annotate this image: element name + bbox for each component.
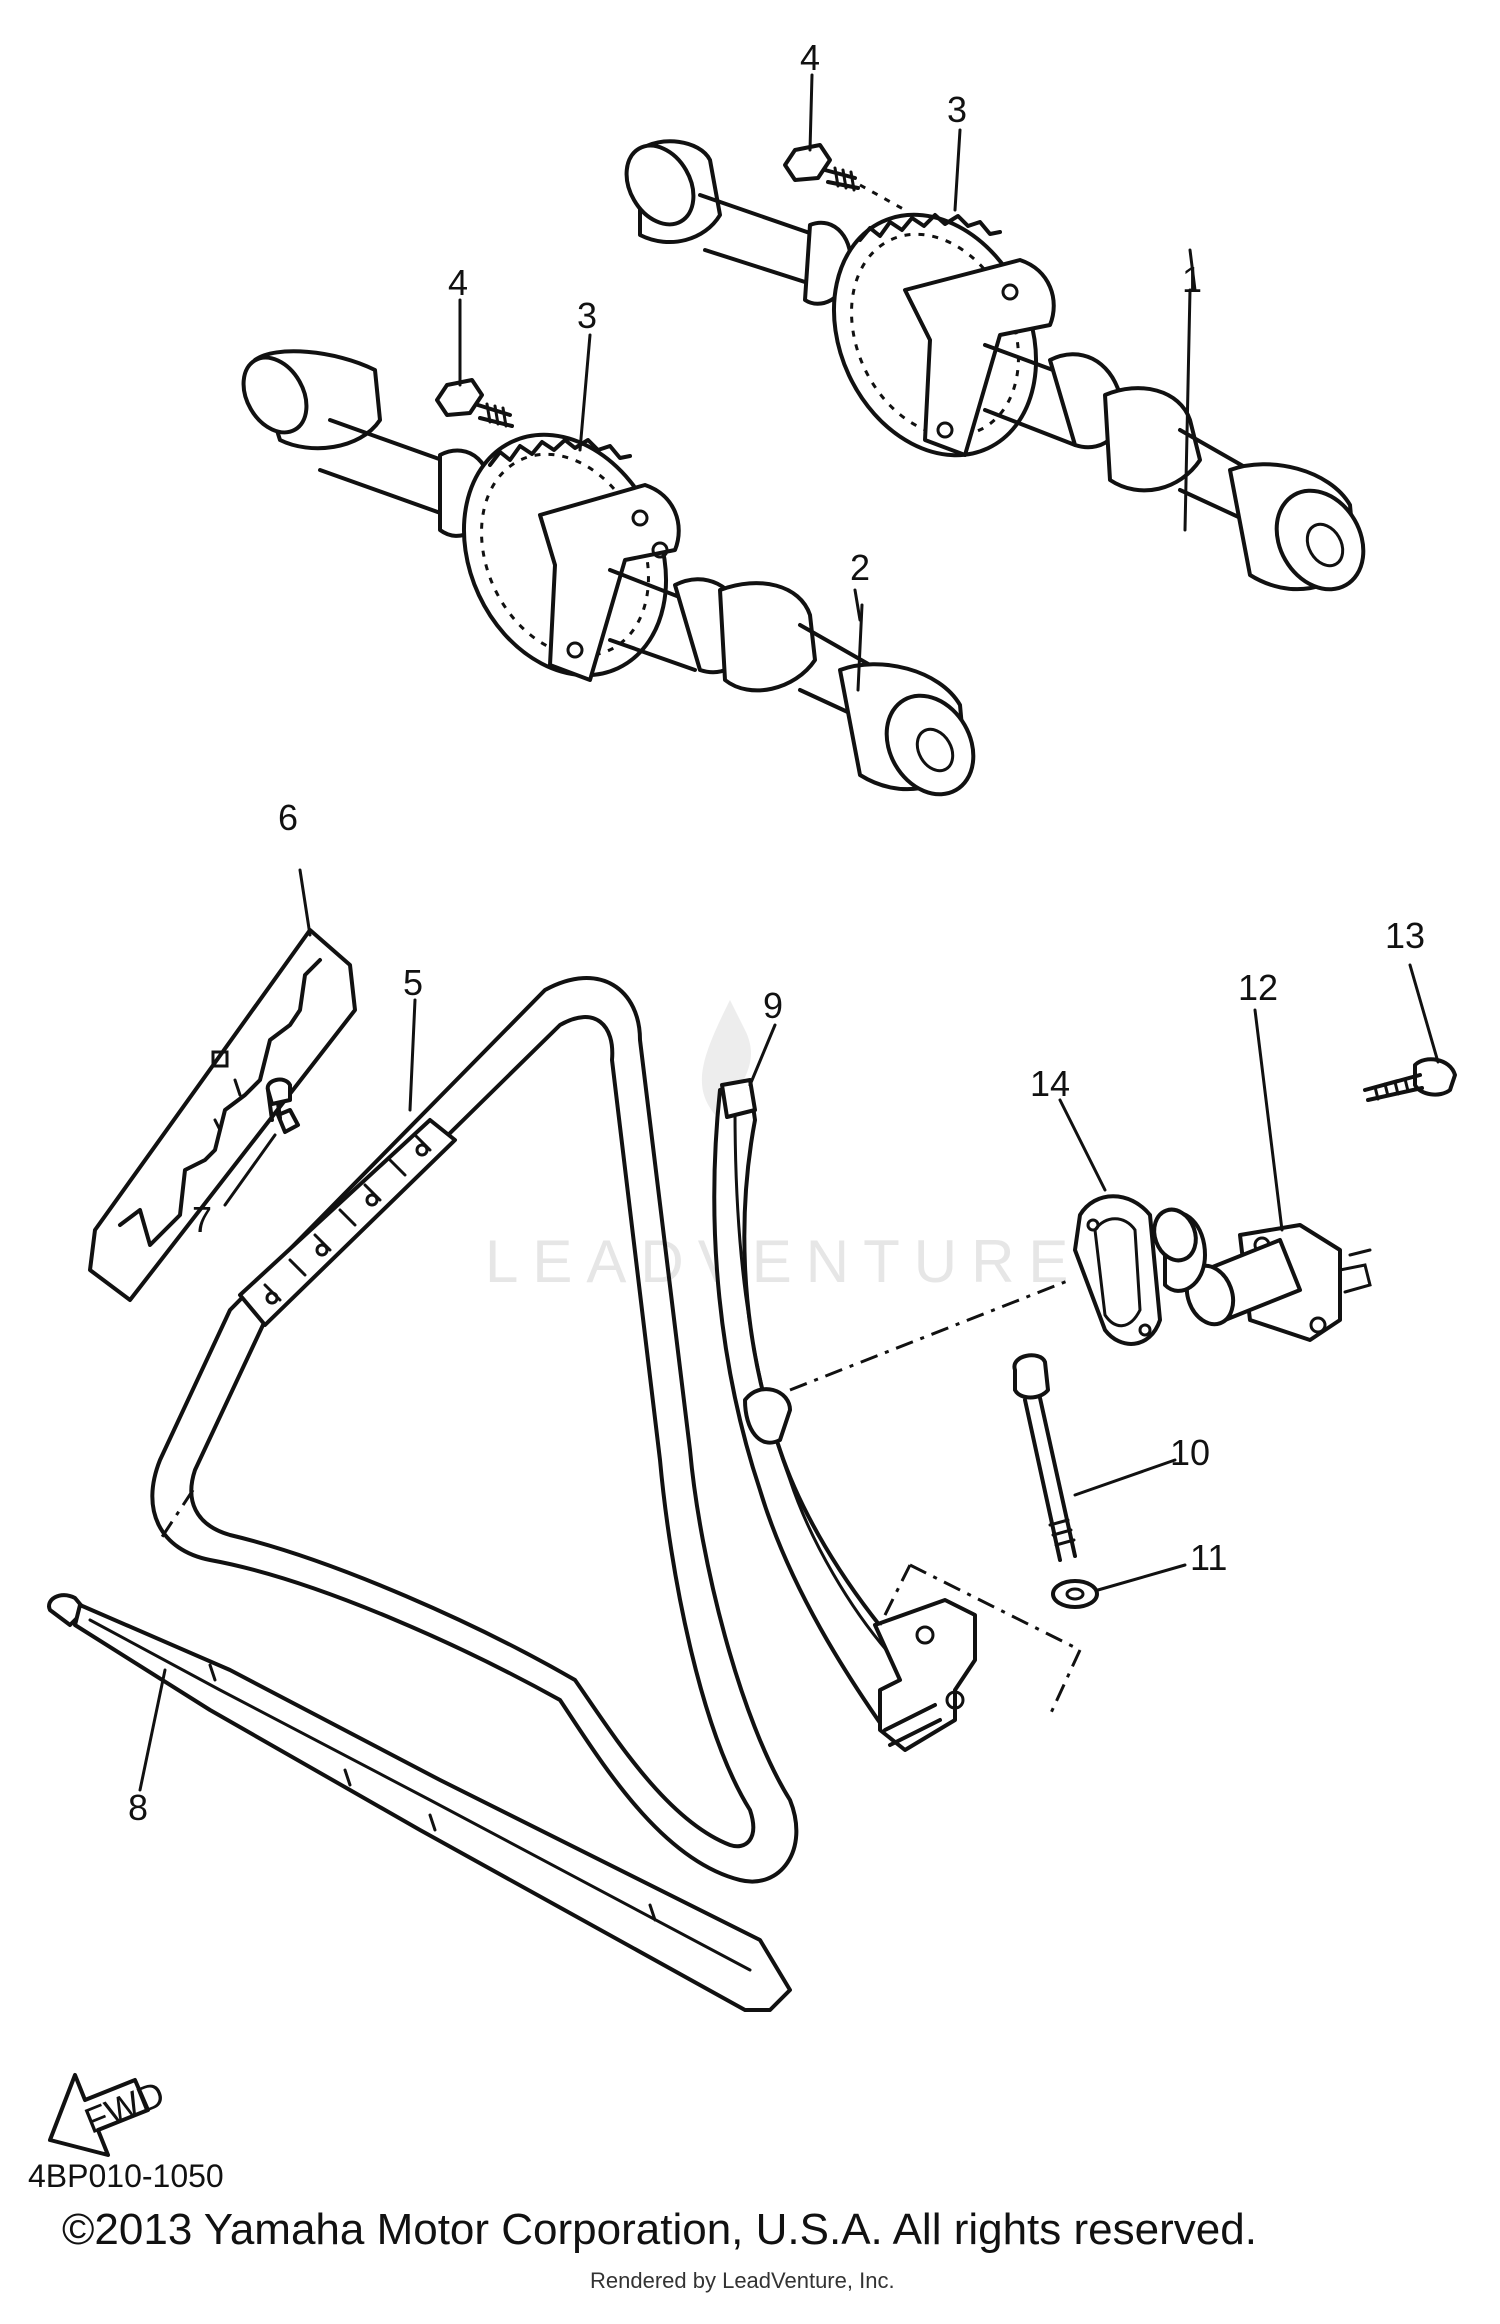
gasket-14	[1073, 1194, 1162, 1346]
watermark-text: LEADVENTURE	[485, 1228, 1082, 1295]
callout-4-lower: 4	[448, 262, 468, 303]
chain-guide-8	[47, 1593, 792, 2012]
callout-4-upper: 4	[800, 37, 820, 78]
callout-3-upper: 3	[947, 89, 967, 130]
callout-3-lower: 3	[577, 295, 597, 336]
camshaft-1-intake	[624, 139, 1366, 592]
tensioner-guide-9	[712, 1078, 977, 1752]
callout-12: 12	[1238, 967, 1278, 1008]
callout-1: 1	[1182, 259, 1202, 300]
diagram-code: 4BP010-1050	[28, 2158, 224, 2194]
sprocket-bolt-4-lower	[435, 378, 514, 428]
guide-bolt-10	[878, 1353, 1082, 1716]
callout-7: 7	[192, 1199, 212, 1240]
callout-14: 14	[1030, 1063, 1070, 1104]
callout-5: 5	[403, 962, 423, 1003]
callout-13: 13	[1385, 915, 1425, 956]
leader-lines	[138, 73, 1440, 1792]
washer-11	[1051, 1579, 1099, 1609]
guide-bolt-7	[265, 1077, 300, 1134]
callout-8: 8	[128, 1787, 148, 1828]
rendered-by-notice: Rendered by LeadVenture, Inc.	[590, 2268, 895, 2293]
copyright-notice: ©2013 Yamaha Motor Corporation, U.S.A. A…	[62, 2205, 1257, 2254]
camshaft-2-exhaust	[241, 349, 976, 797]
part-callouts: 1 2 3 3 4 4 5 6 7 8 9 10 11 12 13 14	[128, 37, 1425, 1828]
chain-tensioner-12	[1152, 1207, 1372, 1342]
leadventure-watermark: LEADVENTURE	[485, 1000, 1082, 1295]
tensioner-bolt-13	[1363, 1057, 1457, 1102]
sprocket-bolt-4-upper	[783, 143, 906, 212]
callout-11: 11	[1190, 1537, 1227, 1578]
cam-chain-5	[150, 976, 799, 1884]
alignment-line	[789, 1278, 1071, 1392]
callout-2: 2	[850, 547, 870, 588]
callout-6: 6	[278, 797, 298, 838]
callout-10: 10	[1170, 1432, 1210, 1473]
callout-9: 9	[763, 985, 783, 1026]
chain-links-detail	[238, 1118, 457, 1327]
fwd-arrow-icon: FWD	[48, 2073, 170, 2157]
